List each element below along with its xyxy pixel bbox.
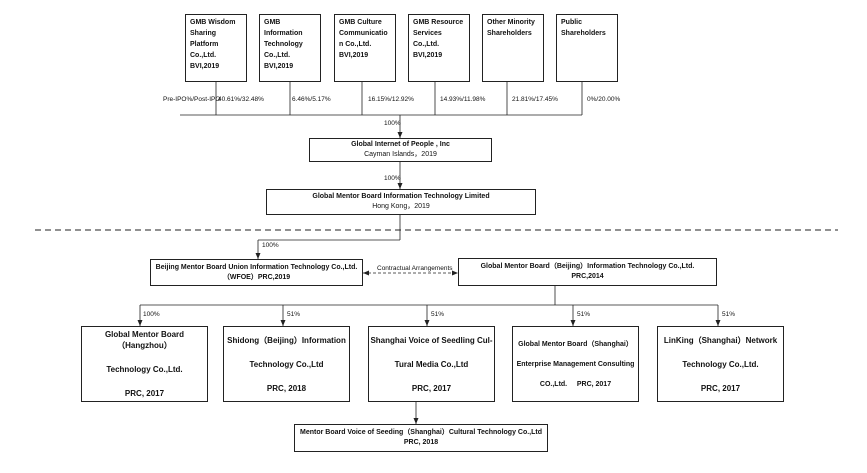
subsidiary-line: Technology Co.,Ltd	[249, 359, 324, 369]
subsidiary-line: CO.,Ltd. PRC, 2017	[539, 380, 612, 388]
stake-header-label: Pre-IPO%/Post-IPO	[163, 96, 221, 103]
shareholder-name-line: GMB	[264, 19, 281, 26]
entity-name: Global Mentor Board（Beijing）Information …	[480, 263, 695, 270]
subsidiary-shanghai-consulting: Global Mentor Board（Shanghai） Enterprise…	[512, 326, 639, 402]
shareholder-place: BVI,2019	[413, 52, 443, 59]
shareholder-name-line: Platform	[190, 41, 219, 48]
entity-name: Global Internet of People , Inc	[351, 141, 450, 148]
shareholder-gmb-culture: GMB Culture Communicatio n Co.,Ltd. BVI,…	[334, 14, 396, 82]
shareholder-name-line: GMB Culture	[339, 19, 382, 26]
stake-label: 6.46%/5.17%	[292, 96, 331, 103]
shareholder-public: Public Shareholders	[556, 14, 618, 82]
entity-place: （WFOE）PRC,2019	[222, 273, 291, 281]
stake-label-global-hk: 100%	[384, 175, 401, 182]
stake-label: 40.61%/32.48%	[218, 96, 264, 103]
shareholder-gmb-wisdom: GMB Wisdom Sharing Platform Co.,Ltd. BVI…	[185, 14, 247, 82]
stake-label-sub: 100%	[143, 311, 160, 318]
shareholder-name-line: Co.,Ltd.	[190, 52, 217, 59]
subsidiary-line: Global Mentor Board（Shanghai）	[518, 340, 633, 348]
shareholder-place: BVI,2019	[190, 63, 220, 70]
shareholder-place: BVI,2019	[339, 52, 369, 59]
subsidiary-line: PRC, 2017	[411, 383, 452, 393]
shareholder-name-line: Co.,Ltd.	[413, 41, 440, 48]
shareholder-other-minority: Other Minority Shareholders	[482, 14, 544, 82]
stake-label-wfoe: 100%	[262, 242, 279, 249]
entity-place: Cayman Islands，2019	[364, 151, 437, 158]
shareholder-name-line: GMB Wisdom	[190, 19, 236, 26]
entity-name: Mentor Board Voice of Seeding（Shanghai）C…	[299, 429, 543, 436]
subsidiary-line: Technology Co.,Ltd.	[106, 365, 183, 374]
shareholder-name-line: n Co.,Ltd.	[339, 41, 372, 48]
shareholder-gmb-information: GMB Information Technology Co.,Ltd. BVI,…	[259, 14, 321, 82]
shareholder-name-line: Technology	[264, 41, 303, 48]
stake-label-sub: 51%	[722, 311, 736, 318]
shareholder-name-line: GMB Resource	[413, 19, 464, 26]
entity-name: Global Mentor Board Information Technolo…	[312, 193, 490, 200]
shareholder-name-line: Shareholders	[561, 30, 606, 37]
wfoe-box: Beijing Mentor Board Union Information T…	[150, 259, 363, 286]
shareholder-name-line: Sharing	[190, 30, 217, 37]
subsidiary-line: Shidong（Beijing）Information	[227, 335, 346, 345]
entity-place: Hong Kong，2019	[372, 203, 430, 210]
stake-label: 14.93%/11.98%	[440, 96, 486, 103]
contractual-arrangements-label: Contractual Arrangements	[377, 265, 453, 272]
entity-name: Beijing Mentor Board Union Information T…	[155, 263, 358, 271]
global-mentor-board-hk-box: Global Mentor Board Information Technolo…	[266, 189, 536, 215]
vie-box: Global Mentor Board（Beijing）Information …	[458, 258, 717, 286]
shareholder-name-line: Co.,Ltd.	[264, 52, 291, 59]
entity-place: PRC, 2018	[403, 439, 439, 446]
shareholder-name-line: Services	[413, 30, 442, 37]
subsidiary-shanghai-voice: Shanghai Voice of Seedling Cul- Tural Me…	[368, 326, 495, 402]
subsidiary-line: Technology Co.,Ltd.	[682, 359, 759, 369]
shareholder-gmb-resource: GMB Resource Services Co.,Ltd. BVI,2019	[408, 14, 470, 82]
shareholder-name-line: Communicatio	[339, 30, 388, 37]
shareholder-name-line: Public	[561, 19, 583, 26]
subsidiary-line: PRC, 2017	[700, 383, 741, 393]
shareholder-name-line: Information	[264, 30, 303, 37]
stake-label: 0%/20.00%	[587, 96, 621, 103]
subsidiary-line: Enterprise Management Consulting	[516, 360, 635, 368]
subsidiary-line: PRC, 2017	[124, 389, 165, 398]
subsidiary-linking: LinKing（Shanghai）Network Technology Co.,…	[657, 326, 784, 402]
stake-label-sub: 51%	[431, 311, 445, 318]
stake-label-sub: 51%	[577, 311, 591, 318]
global-internet-of-people-box: Global Internet of People , Inc Cayman I…	[309, 138, 492, 162]
entity-place: PRC,2014	[571, 273, 604, 280]
subsidiary-line: Tural Media Co.,Ltd	[394, 359, 469, 369]
shareholder-name-line: Shareholders	[487, 30, 532, 37]
stake-label-global-inc: 100%	[384, 120, 401, 127]
subsidiary-line: PRC, 2018	[266, 383, 307, 393]
shareholder-name-line: Other Minority	[487, 19, 535, 26]
mentor-board-voice-of-seeding-box: Mentor Board Voice of Seeding（Shanghai）C…	[294, 424, 548, 452]
stake-label: 16.15%/12.92%	[368, 96, 414, 103]
subsidiary-hangzhou: Global Mentor Board（Hangzhou） Technology…	[81, 326, 208, 402]
stake-label-sub: 51%	[287, 311, 301, 318]
subsidiary-line: Shanghai Voice of Seedling Cul-	[370, 335, 493, 345]
stake-label: 21.81%/17.45%	[512, 96, 558, 103]
shareholder-place: BVI,2019	[264, 63, 294, 70]
subsidiary-line: LinKing（Shanghai）Network	[663, 335, 778, 345]
subsidiary-shidong: Shidong（Beijing）Information Technology C…	[223, 326, 350, 402]
subsidiary-line: Global Mentor Board（Hangzhou）	[104, 330, 185, 350]
